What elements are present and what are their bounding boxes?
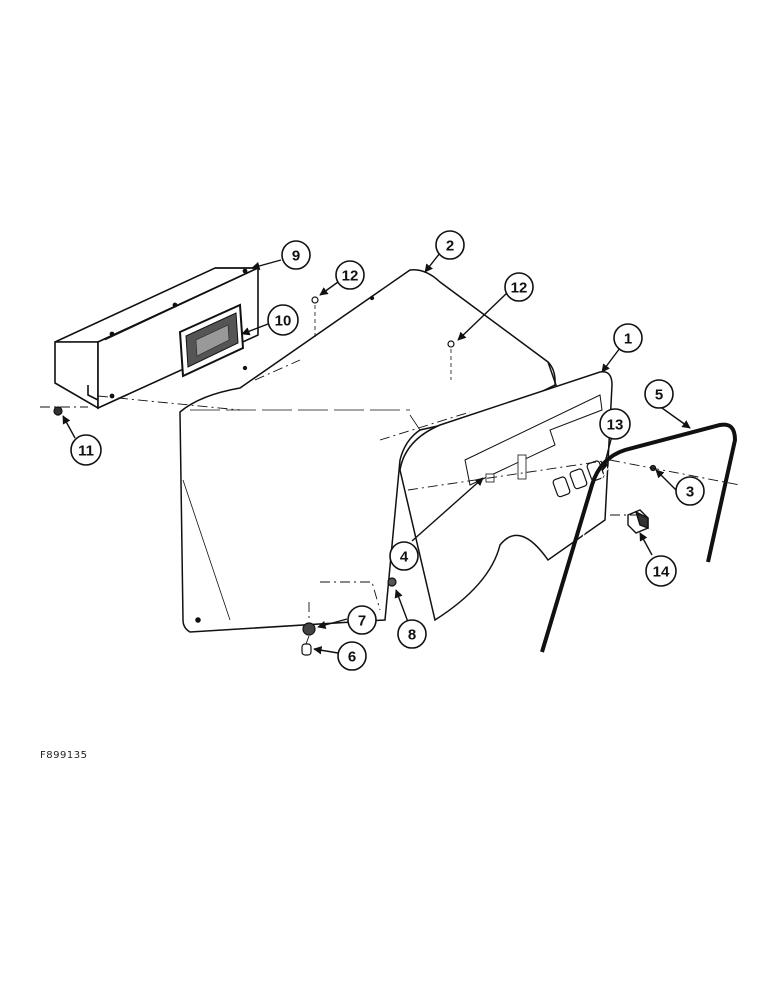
- callout-11-label: 11: [78, 443, 94, 460]
- callout-14: 14: [645, 555, 677, 587]
- callout-10: 10: [267, 304, 299, 336]
- callout-9: 9: [281, 240, 311, 270]
- callout-2-label: 2: [446, 238, 454, 255]
- part-12-screw-left: [311, 296, 319, 304]
- part-11-nut: [53, 406, 63, 416]
- part-6-bolt: [301, 643, 312, 656]
- callout-5: 5: [644, 379, 674, 409]
- callout-7: 7: [347, 605, 377, 635]
- callout-8: 8: [397, 619, 427, 649]
- callout-12a: 12: [335, 260, 365, 290]
- part-9-housing: [54, 266, 259, 410]
- callout-2: 2: [435, 230, 465, 260]
- callout-13-label: 13: [607, 417, 624, 434]
- callout-5-label: 5: [655, 387, 663, 404]
- alignment-lines: [40, 359, 741, 645]
- callout-3: 3: [675, 476, 705, 506]
- callout-13: 13: [599, 408, 631, 440]
- callout-3-label: 3: [686, 484, 694, 501]
- callout-1: 1: [613, 323, 643, 353]
- callout-8-label: 8: [408, 627, 416, 644]
- callout-4-label: 4: [400, 549, 409, 566]
- part-12-screw-right: [447, 340, 455, 348]
- callout-11: 11: [70, 434, 102, 466]
- part-1-side-panel: [399, 371, 613, 622]
- callouts: 9 2 12 12 10 1 5 13 11 3 4 14 7 8 6: [70, 230, 705, 671]
- callout-4: 4: [389, 541, 419, 571]
- part-8-nut: [387, 577, 397, 587]
- hardware-parts: [53, 296, 657, 656]
- part-10-filter: [178, 303, 245, 378]
- part-7-washer: [302, 622, 316, 636]
- leader-lines: [62, 252, 691, 655]
- callout-14-label: 14: [653, 564, 670, 581]
- callout-12b: 12: [504, 272, 534, 302]
- callout-9-label: 9: [292, 248, 300, 265]
- part-14-clip: [627, 509, 649, 534]
- callout-12b-label: 12: [511, 280, 528, 297]
- part-5-seal-strip: [540, 422, 738, 653]
- callout-7-label: 7: [358, 613, 366, 630]
- callout-6-label: 6: [348, 649, 356, 666]
- callout-1-label: 1: [624, 331, 632, 348]
- figure-code: F899135: [40, 750, 88, 761]
- callout-12a-label: 12: [342, 268, 359, 285]
- callout-10-label: 10: [275, 313, 292, 330]
- callout-6: 6: [337, 641, 367, 671]
